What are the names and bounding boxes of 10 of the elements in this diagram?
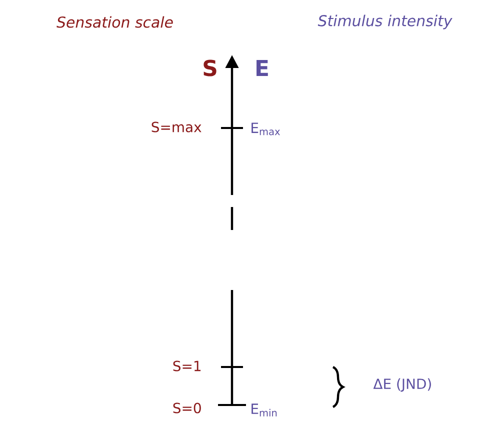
tick-label: E$_{min}$ <box>252 404 277 416</box>
axis-letter: E <box>256 60 268 76</box>
tick-label: E$_{max}$ <box>252 122 280 136</box>
scale-title: Sensation scale <box>56 16 173 28</box>
scale-title: Stimulus intensity <box>318 14 452 30</box>
brace-label: ΔE (JND) <box>373 378 431 392</box>
tick-label: S=max <box>152 122 202 132</box>
tick-label: S=0 <box>173 402 201 414</box>
axis-letter: S <box>204 60 216 76</box>
tick-label: S=1 <box>173 360 201 372</box>
